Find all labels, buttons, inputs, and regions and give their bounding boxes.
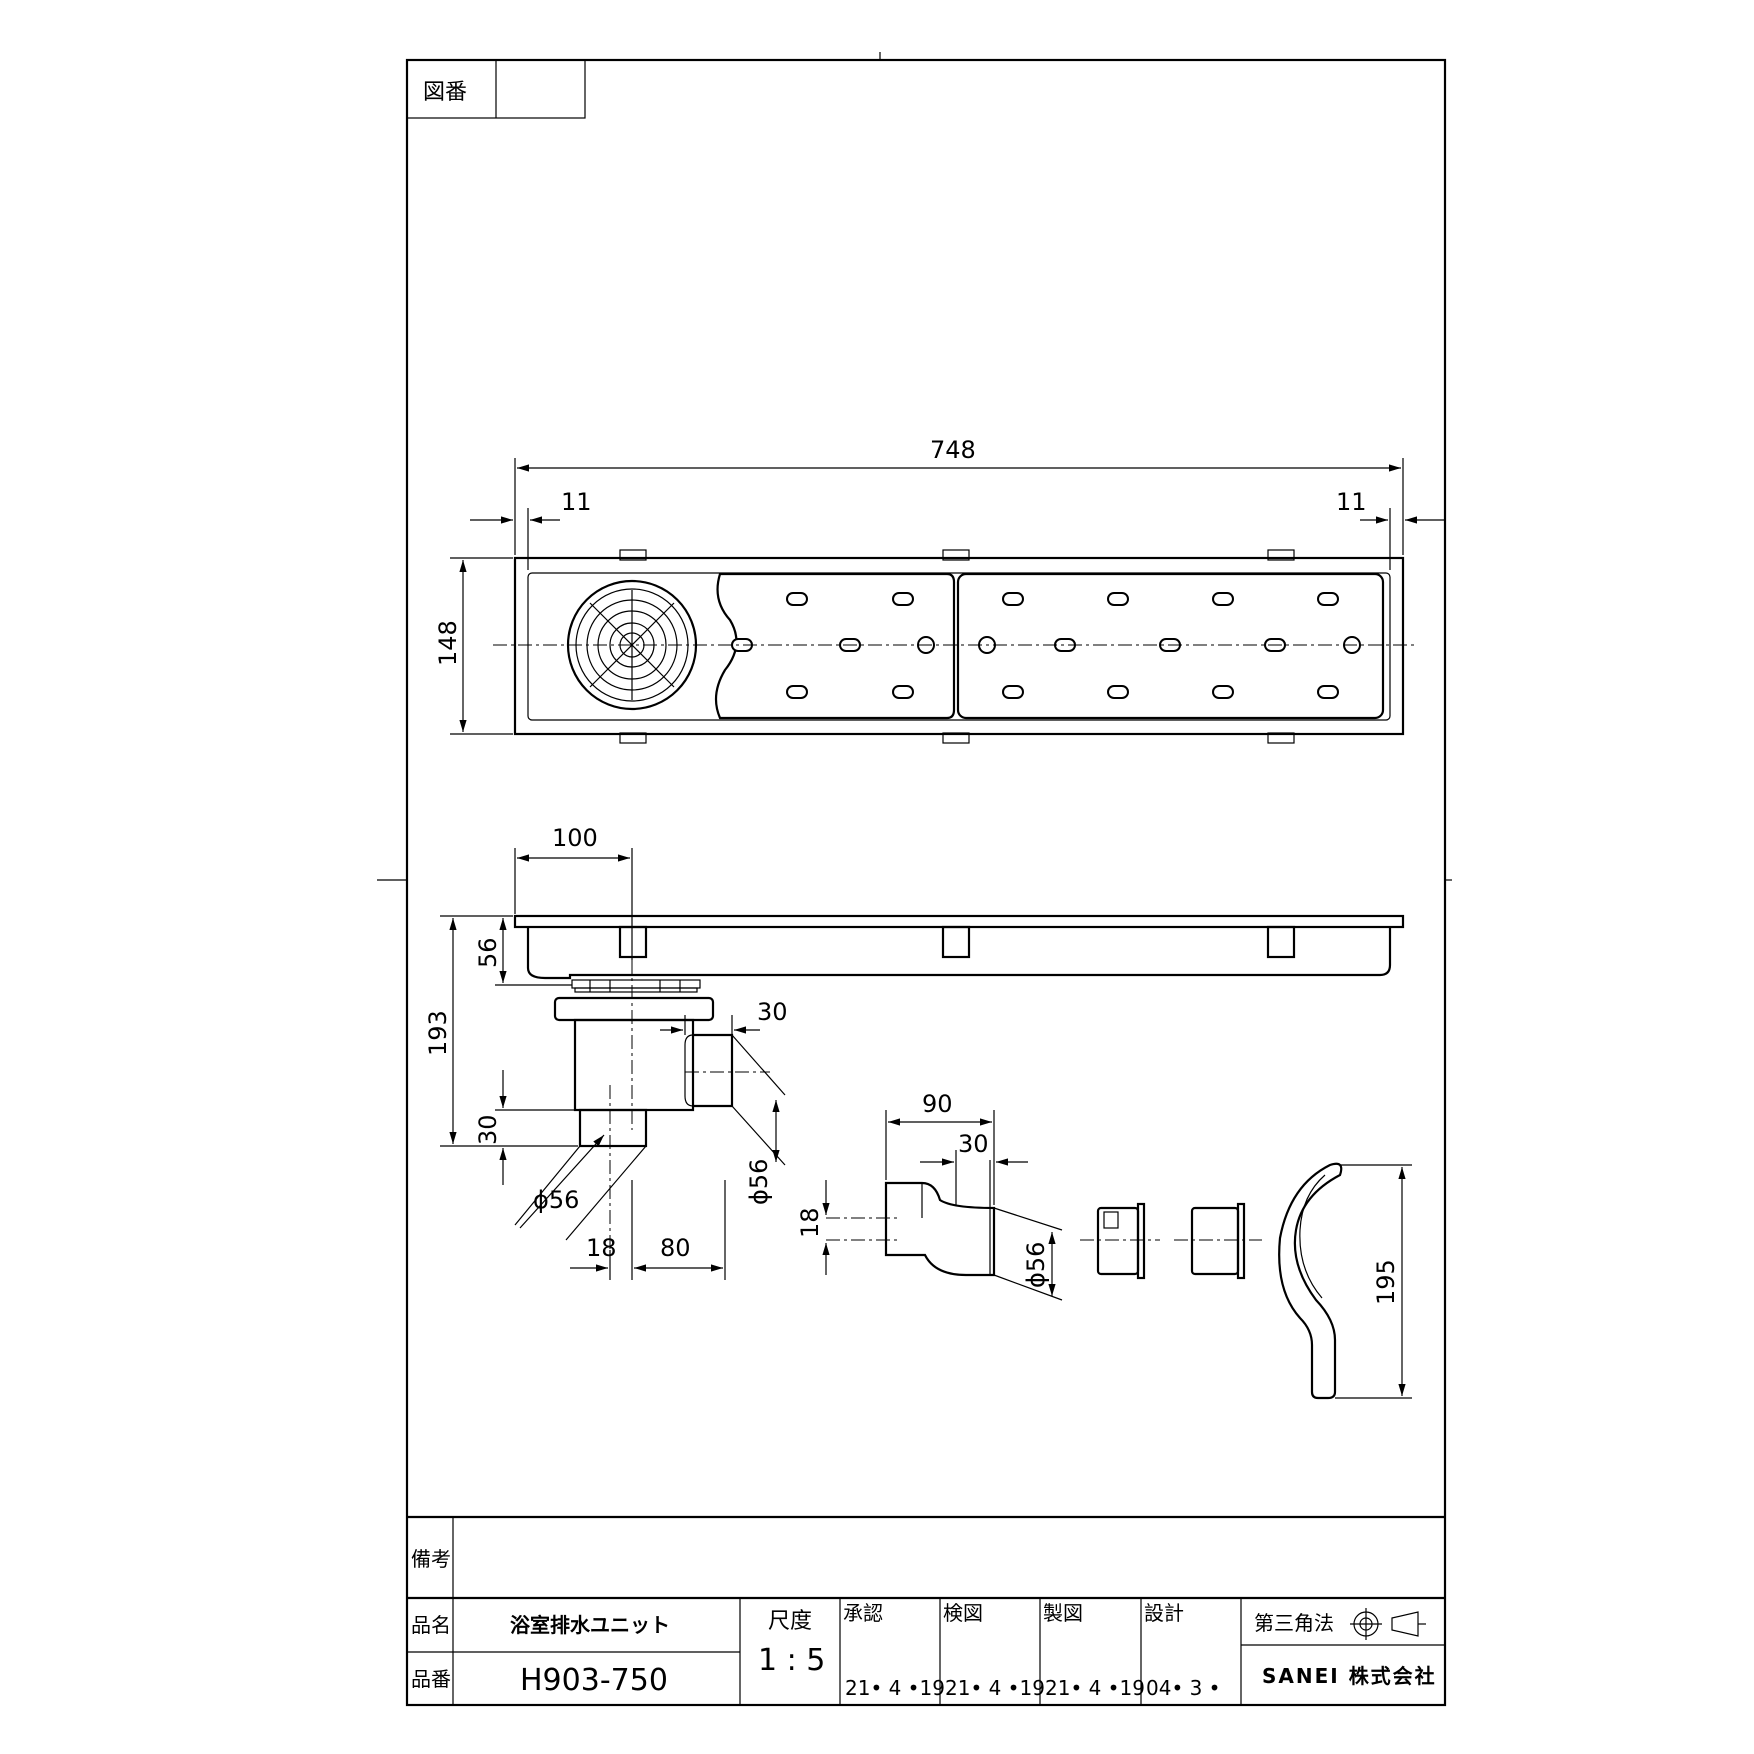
dim-spigot-offset: 18	[586, 1234, 617, 1262]
side-view-dimensions: 100 56 193 30 30 ϕ56 ϕ56 18 80	[424, 824, 788, 1280]
dim-elbow-diameter: ϕ56	[1022, 1242, 1050, 1288]
dim-side-outlet-offset: 80	[660, 1234, 691, 1262]
approval-label: 承認	[843, 1601, 883, 1625]
remarks-label: 備考	[411, 1547, 451, 1571]
top-view	[493, 549, 1415, 744]
scale-value: 1 : 5	[758, 1643, 825, 1678]
drafting-date: 21• 4 •19	[1045, 1676, 1145, 1700]
third-angle-projection-icon	[1350, 1608, 1426, 1640]
elbow-part	[826, 1160, 996, 1277]
cap-part-2	[1174, 1202, 1262, 1280]
dim-handle-height: 195	[1372, 1259, 1400, 1305]
drafting-label: 製図	[1043, 1601, 1083, 1625]
dim-side-outlet-width: 30	[757, 998, 788, 1026]
cap-part-1	[1080, 1202, 1160, 1280]
dim-bottom-diameter: ϕ56	[533, 1186, 579, 1214]
product-number: H903-750	[520, 1663, 668, 1698]
dim-elbow-offset: 18	[796, 1207, 824, 1238]
projection-label: 第三角法	[1254, 1611, 1334, 1635]
dim-right-margin: 11	[1336, 488, 1367, 516]
top-view-dimensions: 748 11 11 148	[434, 436, 1445, 735]
dim-total-height: 193	[424, 1010, 452, 1056]
dim-bottom-spigot-height: 30	[474, 1114, 502, 1145]
drain-handle: 195	[1278, 1162, 1412, 1400]
dim-elbow-spigot: 30	[958, 1130, 989, 1158]
product-number-label: 品番	[411, 1667, 451, 1691]
scale-label: 尺度	[768, 1609, 812, 1634]
product-name-label: 品名	[411, 1613, 451, 1637]
drawing-number-box: 図番	[406, 59, 586, 119]
dim-width: 148	[434, 620, 462, 666]
check-label: 検図	[943, 1601, 983, 1625]
dim-side-diameter: ϕ56	[745, 1159, 773, 1205]
dim-overall-length: 748	[930, 436, 976, 464]
side-view	[513, 914, 1405, 1280]
dim-outlet-offset: 100	[552, 824, 598, 852]
design-label: 設計	[1144, 1601, 1184, 1625]
company-name: SANEI 株式会社	[1262, 1664, 1437, 1688]
check-date: 21• 4 •19	[945, 1676, 1045, 1700]
drawing-number-label: 図番	[423, 80, 467, 105]
product-name: 浴室排水ユニット	[510, 1613, 670, 1637]
drawing-frame	[377, 52, 1452, 1707]
title-block: 備考 品名 浴室排水ユニット 品番 H903-750 尺度 1 : 5 承認 2…	[407, 1515, 1445, 1705]
approval-date: 21• 4 •19	[845, 1676, 945, 1700]
dim-elbow-length: 90	[922, 1090, 953, 1118]
dim-tray-depth: 56	[474, 937, 502, 968]
dim-left-margin: 11	[561, 488, 592, 516]
elbow-dimensions: 90 30 18 ϕ56	[796, 1090, 1063, 1301]
design-date: 04• 3 •	[1146, 1676, 1220, 1700]
